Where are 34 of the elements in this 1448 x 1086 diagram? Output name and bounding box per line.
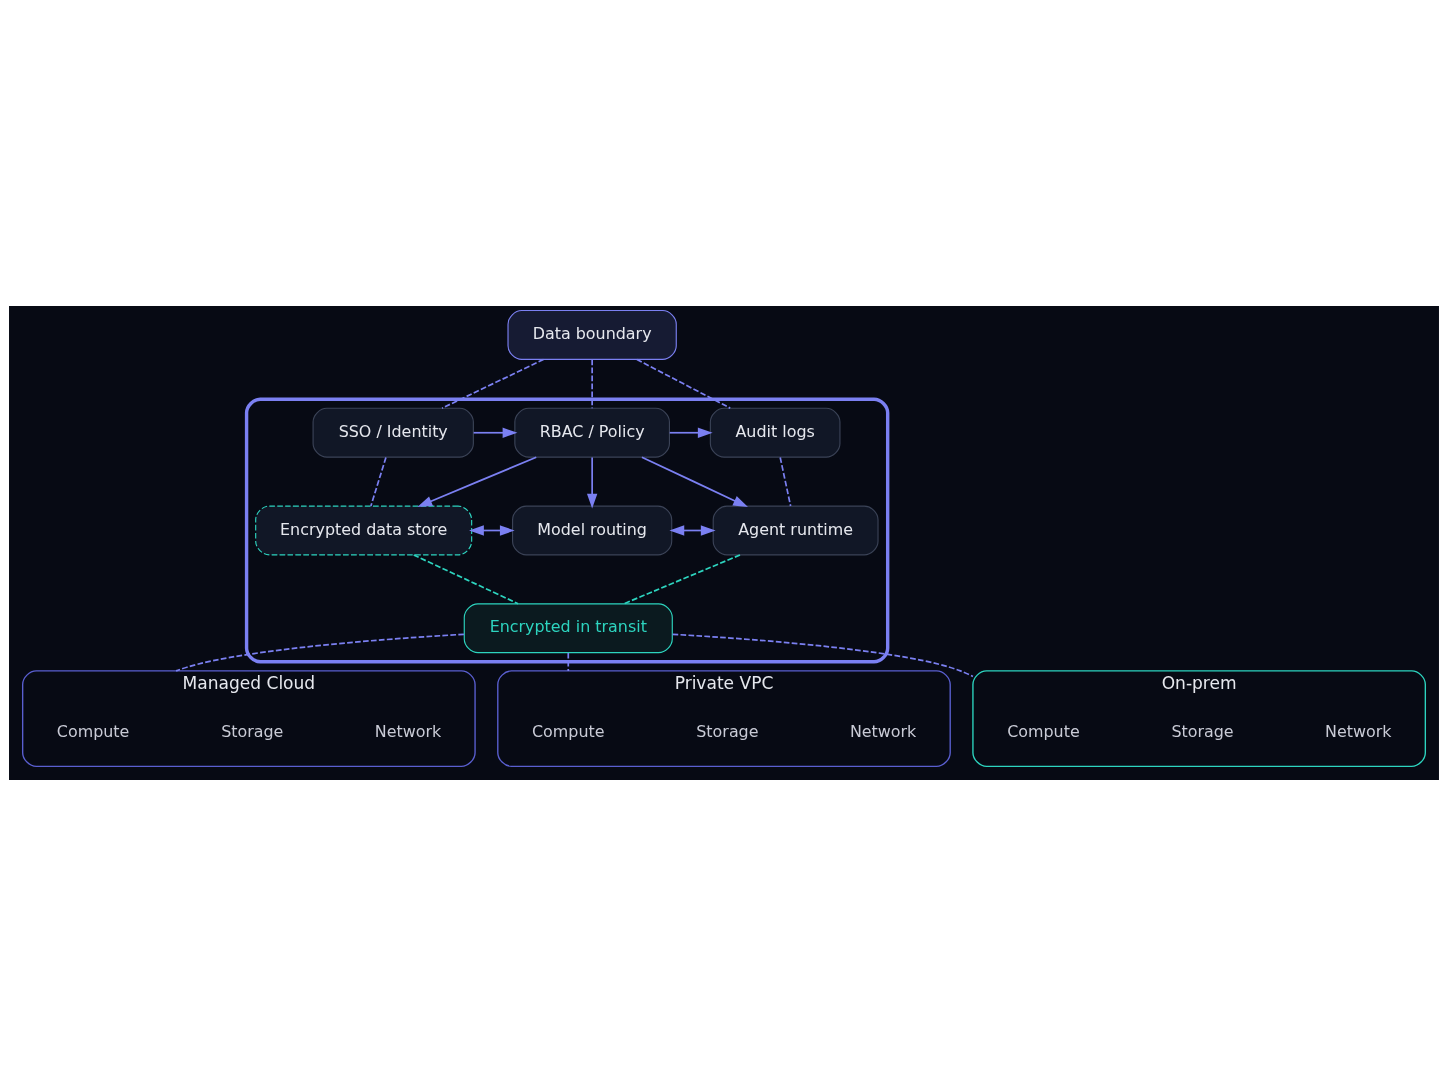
- node-box: SSO / Identity: [312, 407, 474, 458]
- cluster: [244, 397, 890, 664]
- node-text: Storage: [1171, 722, 1234, 742]
- connector: [412, 554, 519, 605]
- node-text: Compute: [532, 722, 605, 742]
- node-box: Agent runtime: [712, 505, 879, 556]
- connector: [441, 358, 545, 409]
- node-text: Network: [1325, 722, 1392, 742]
- node-box: Encrypted in transit: [463, 603, 673, 654]
- node-box: Encrypted data store: [255, 505, 473, 556]
- node-box: Audit logs: [709, 407, 841, 458]
- arrow: [641, 456, 748, 507]
- node-text: Network: [849, 722, 917, 742]
- node-text: Compute: [1007, 722, 1080, 742]
- arrow: [469, 525, 515, 536]
- node-text: Storage: [221, 722, 284, 742]
- node-text: Compute: [56, 722, 130, 742]
- node-text: Storage: [696, 722, 759, 742]
- arrow: [472, 427, 518, 438]
- connector: [567, 652, 570, 672]
- connector: [370, 456, 387, 507]
- node-box: Data boundary: [507, 310, 677, 360]
- connector: [623, 554, 741, 605]
- arrow: [669, 525, 716, 536]
- arrow: [586, 456, 598, 509]
- arrow: [417, 456, 538, 507]
- node-text: Network: [374, 722, 442, 742]
- connector: [671, 633, 974, 678]
- arrow: [668, 427, 713, 438]
- connector: [636, 358, 732, 409]
- connector: [779, 456, 792, 507]
- node-box: Model routing: [512, 505, 673, 556]
- connector: [175, 633, 465, 672]
- node-box: RBAC / Policy: [514, 407, 670, 458]
